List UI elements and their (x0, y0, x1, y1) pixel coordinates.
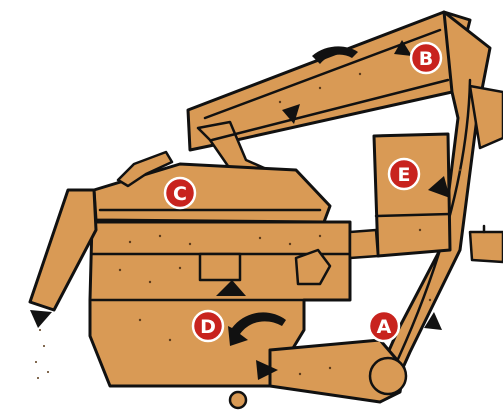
badge-c-label: C (173, 183, 187, 205)
badge-e: E (387, 157, 421, 191)
box-e (372, 132, 452, 258)
badge-c: C (163, 176, 197, 210)
badge-e-label: E (398, 164, 411, 186)
badge-a: A (367, 309, 401, 343)
badge-b: B (409, 41, 443, 75)
discharge-chute (28, 188, 98, 328)
feed-pipe (468, 224, 503, 264)
badge-b-label: B (419, 48, 433, 70)
return-conveyor (228, 338, 408, 410)
separator-hood (92, 150, 332, 224)
main-chamber (88, 220, 380, 388)
badge-d: D (191, 309, 225, 343)
badge-d-label: D (200, 316, 216, 338)
flow-arrows (216, 40, 450, 380)
badge-a-label: A (377, 316, 392, 338)
